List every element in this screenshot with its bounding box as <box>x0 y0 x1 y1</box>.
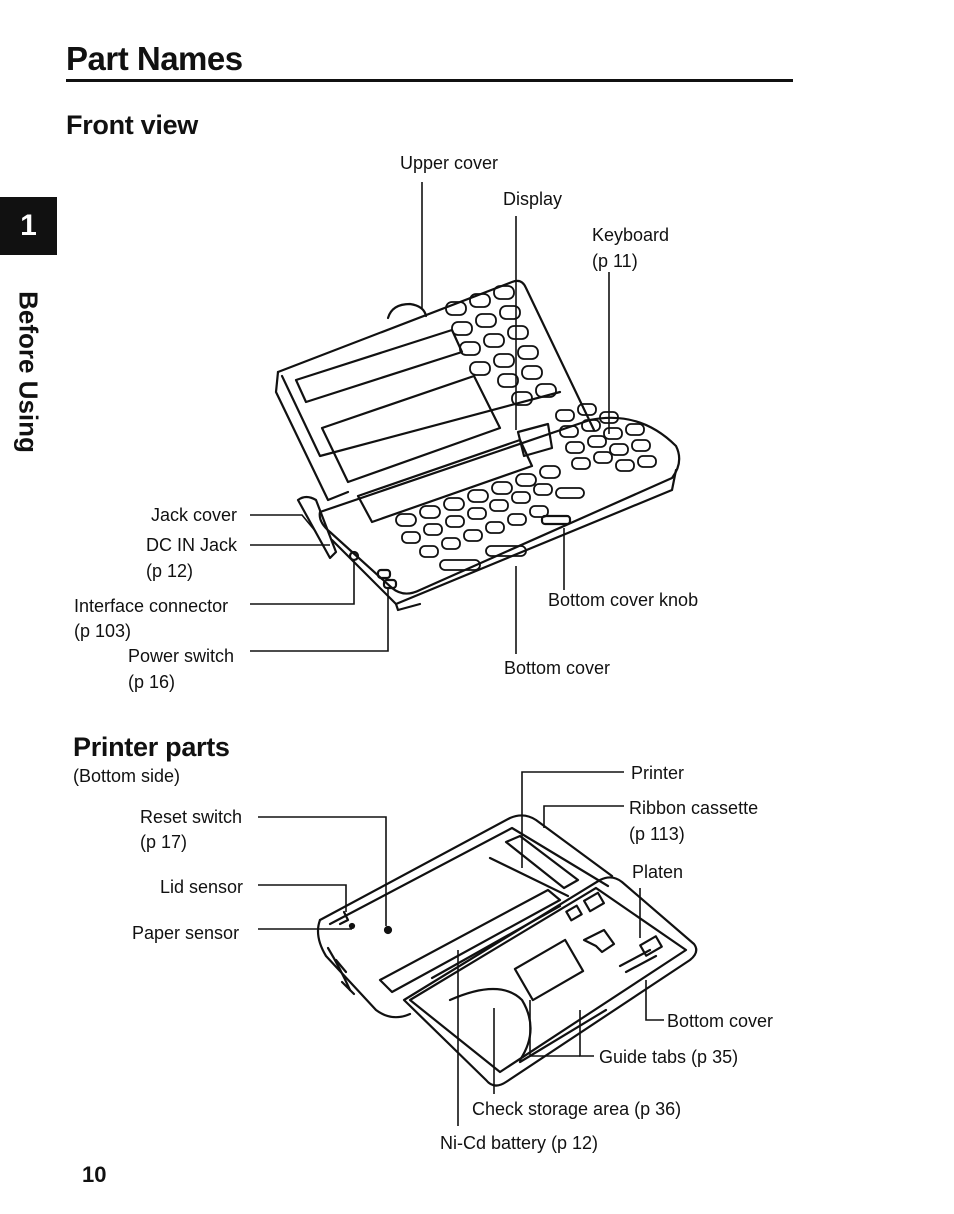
label-ribbon-cassette: Ribbon cassette <box>629 798 759 818</box>
printer-device-illustration <box>316 814 698 1087</box>
chapter-number: 1 <box>20 209 37 242</box>
label-platen: Platen <box>632 862 684 882</box>
label-lid-sensor: Lid sensor <box>160 877 244 897</box>
label-guide-tabs: Guide tabs (p 35) <box>599 1047 739 1067</box>
label-interface-connector: Interface connector <box>74 596 229 616</box>
front-device-illustration <box>274 279 681 612</box>
label-reset-switch: Reset switch <box>140 807 243 827</box>
page-number: 10 <box>82 1162 107 1187</box>
front-view-heading: Front view <box>66 110 199 140</box>
label-ribbon-cassette-ref: (p 113) <box>629 824 685 844</box>
label-bottom-cover: Bottom cover <box>504 658 611 678</box>
label-jack-cover: Jack cover <box>151 505 238 525</box>
printer-parts-subheading: (Bottom side) <box>73 766 181 786</box>
label-display: Display <box>503 189 563 209</box>
page-title: Part Names <box>66 40 243 77</box>
label-bottom-cover-knob: Bottom cover knob <box>548 590 699 610</box>
label-dc-in-jack: DC IN Jack <box>146 535 238 555</box>
label-nicd-battery: Ni-Cd battery (p 12) <box>440 1133 599 1153</box>
printer-parts-heading: Printer parts <box>73 732 230 762</box>
chapter-tab <box>0 197 57 255</box>
label-bottom-cover-printer: Bottom cover <box>667 1011 774 1031</box>
label-reset-switch-ref: (p 17) <box>140 832 188 852</box>
label-power-switch-ref: (p 16) <box>128 672 176 692</box>
label-power-switch: Power switch <box>128 646 235 666</box>
label-printer: Printer <box>631 763 685 783</box>
label-interface-connector-ref: (p 103) <box>74 621 132 641</box>
label-upper-cover: Upper cover <box>400 153 499 173</box>
title-rule <box>66 79 793 82</box>
label-paper-sensor: Paper sensor <box>132 923 240 943</box>
label-keyboard: Keyboard <box>592 225 670 245</box>
label-keyboard-ref: (p 11) <box>592 251 638 271</box>
label-check-storage-area: Check storage area (p 36) <box>472 1099 682 1119</box>
label-dc-in-jack-ref: (p 12) <box>146 561 194 581</box>
